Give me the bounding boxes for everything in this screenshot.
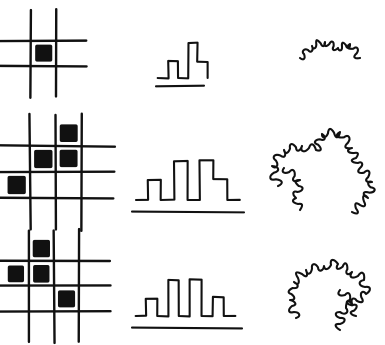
coil-column bbox=[270, 40, 374, 330]
grid-line-horizontal bbox=[0, 66, 86, 67]
profile-outline bbox=[136, 279, 236, 316]
filled-cell bbox=[8, 176, 26, 194]
coiled-chain bbox=[270, 129, 374, 214]
chain-strand bbox=[300, 40, 360, 59]
coiled-chain bbox=[289, 260, 370, 330]
chain-strand bbox=[289, 260, 370, 330]
filled-cell bbox=[35, 45, 52, 62]
filled-cell bbox=[60, 150, 78, 167]
profile-baseline bbox=[156, 86, 204, 87]
grid-line-vertical bbox=[54, 231, 55, 343]
filled-cell bbox=[33, 265, 49, 283]
grid-line-vertical bbox=[30, 10, 31, 98]
chain-strand bbox=[270, 129, 374, 214]
profile-outline bbox=[158, 43, 208, 79]
grid-line-horizontal bbox=[0, 145, 115, 146]
cell-grid bbox=[0, 9, 87, 98]
profile-outline bbox=[136, 160, 240, 200]
chain-branch bbox=[283, 168, 303, 210]
cell-grid bbox=[0, 229, 110, 343]
filled-cell bbox=[58, 290, 75, 307]
profile-baseline bbox=[132, 328, 242, 329]
filled-cell bbox=[34, 150, 52, 168]
grid-line-horizontal bbox=[0, 198, 113, 199]
coiled-chain bbox=[300, 40, 360, 59]
cell-grid bbox=[0, 114, 115, 231]
filled-cell bbox=[60, 124, 78, 142]
step-profile bbox=[132, 160, 244, 212]
profile-column bbox=[132, 43, 244, 329]
filled-cell bbox=[33, 240, 50, 257]
step-profile bbox=[132, 279, 242, 328]
profile-baseline bbox=[132, 212, 244, 213]
step-profile bbox=[156, 43, 208, 87]
filled-cell bbox=[8, 265, 24, 282]
grid-column bbox=[0, 9, 115, 343]
